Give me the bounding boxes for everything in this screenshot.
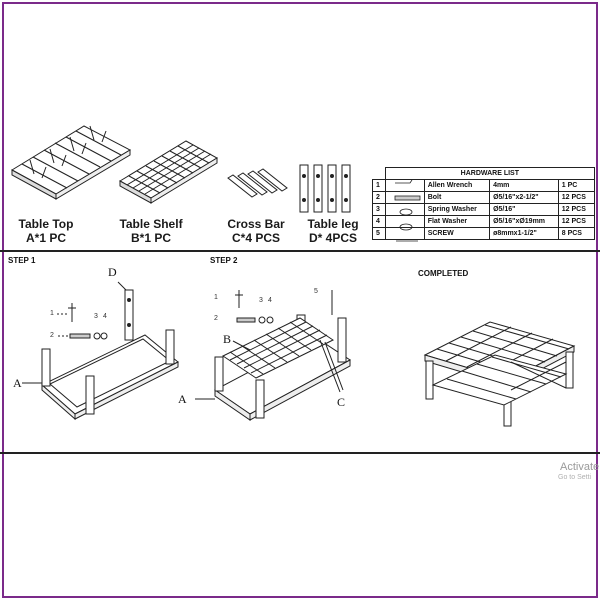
callout-4-step1: 4 [103,313,107,320]
callout-b: B [223,332,232,346]
callout-4-step2: 4 [268,297,272,304]
hardware-list-title: HARDWARE LIST [384,167,596,180]
section-divider-bottom [0,452,600,454]
callout-2-step1: 2 [50,332,54,339]
callout-d: D [108,265,117,279]
step2-drawing [195,290,351,421]
step1-heading: STEP 1 [8,256,36,265]
callout-5-step2: 5 [314,288,318,295]
callout-1-step1: 1 [50,310,54,317]
callout-a-step2: A [178,392,187,406]
table-shelf-illustration [118,140,219,204]
watermark-settings: Go to Setti [558,474,592,481]
watermark-activate: Activate [560,461,600,473]
table-top-illustration [11,125,132,200]
cross-bar-illustration [227,168,288,198]
completed-drawing [423,321,576,427]
callout-3-step2: 3 [259,297,263,304]
step2-heading: STEP 2 [210,256,238,265]
callout-1-step2: 1 [214,294,218,301]
callout-2-step2: 2 [214,315,218,322]
callout-a-step1: A [13,376,22,390]
step1-drawing [22,281,179,421]
table-leg-illustration [299,164,351,213]
callout-c: C [337,395,346,409]
section-divider-top [0,250,600,252]
completed-heading: COMPLETED [418,269,469,278]
callout-3-step1: 3 [94,313,98,320]
